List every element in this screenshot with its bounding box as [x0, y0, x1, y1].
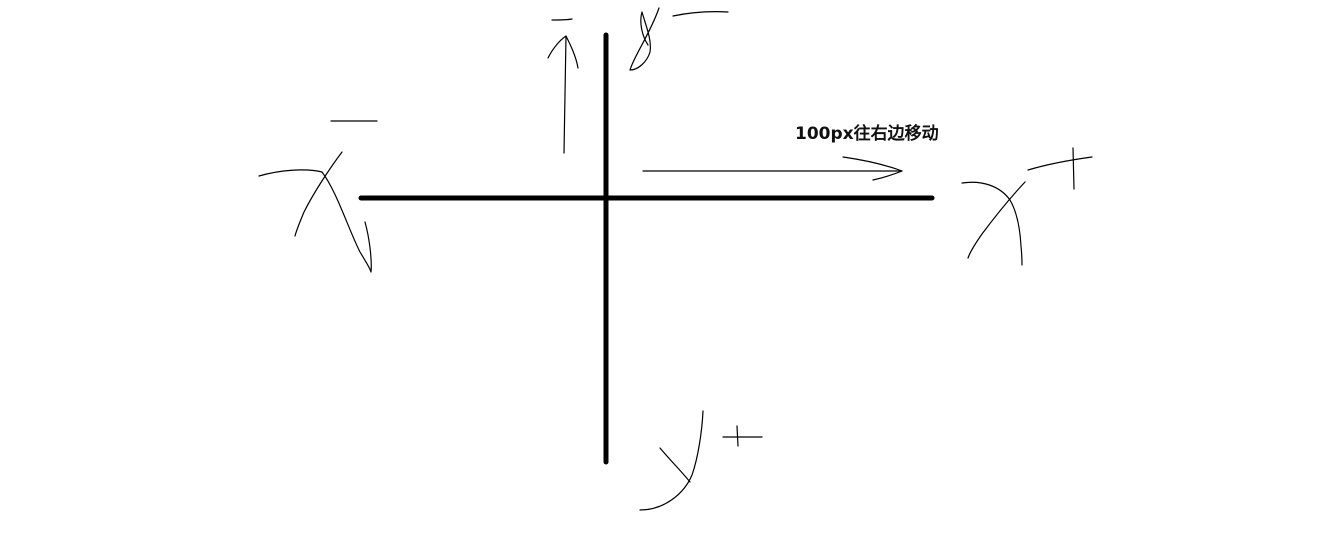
right-arrow: [642, 156, 903, 181]
y-negative-label-y-stroke: [629, 7, 660, 71]
x-positive-label: [961, 147, 1093, 266]
y-positive-label-y-stroke-2: [639, 410, 704, 511]
x-negative-label: [258, 120, 378, 273]
up-arrow-tick-mark: [551, 18, 573, 21]
y-positive-label: [639, 410, 763, 511]
x-positive-label-plus-vertical: [1072, 147, 1075, 190]
x-positive-label-x-stroke-2: [967, 181, 1026, 259]
x-negative-label-x-stroke-2: [294, 151, 343, 237]
y-positive-label-y-stroke-1: [659, 447, 691, 483]
y-negative-label-minus: [672, 11, 729, 17]
x-positive-label-plus-horizontal: [1027, 156, 1093, 171]
right-arrow-head: [842, 156, 903, 181]
annotation-label: 100px往右边移动: [795, 123, 939, 144]
x-negative-label-x-stroke-1: [258, 169, 372, 273]
y-negative-label: [629, 7, 729, 71]
x-positive-label-x-stroke-1: [961, 181, 1023, 266]
up-arrow-shaft: [563, 35, 567, 154]
y-positive-label-plus-vertical: [736, 425, 739, 447]
up-arrow: [547, 18, 579, 154]
up-arrow-head: [547, 35, 579, 69]
